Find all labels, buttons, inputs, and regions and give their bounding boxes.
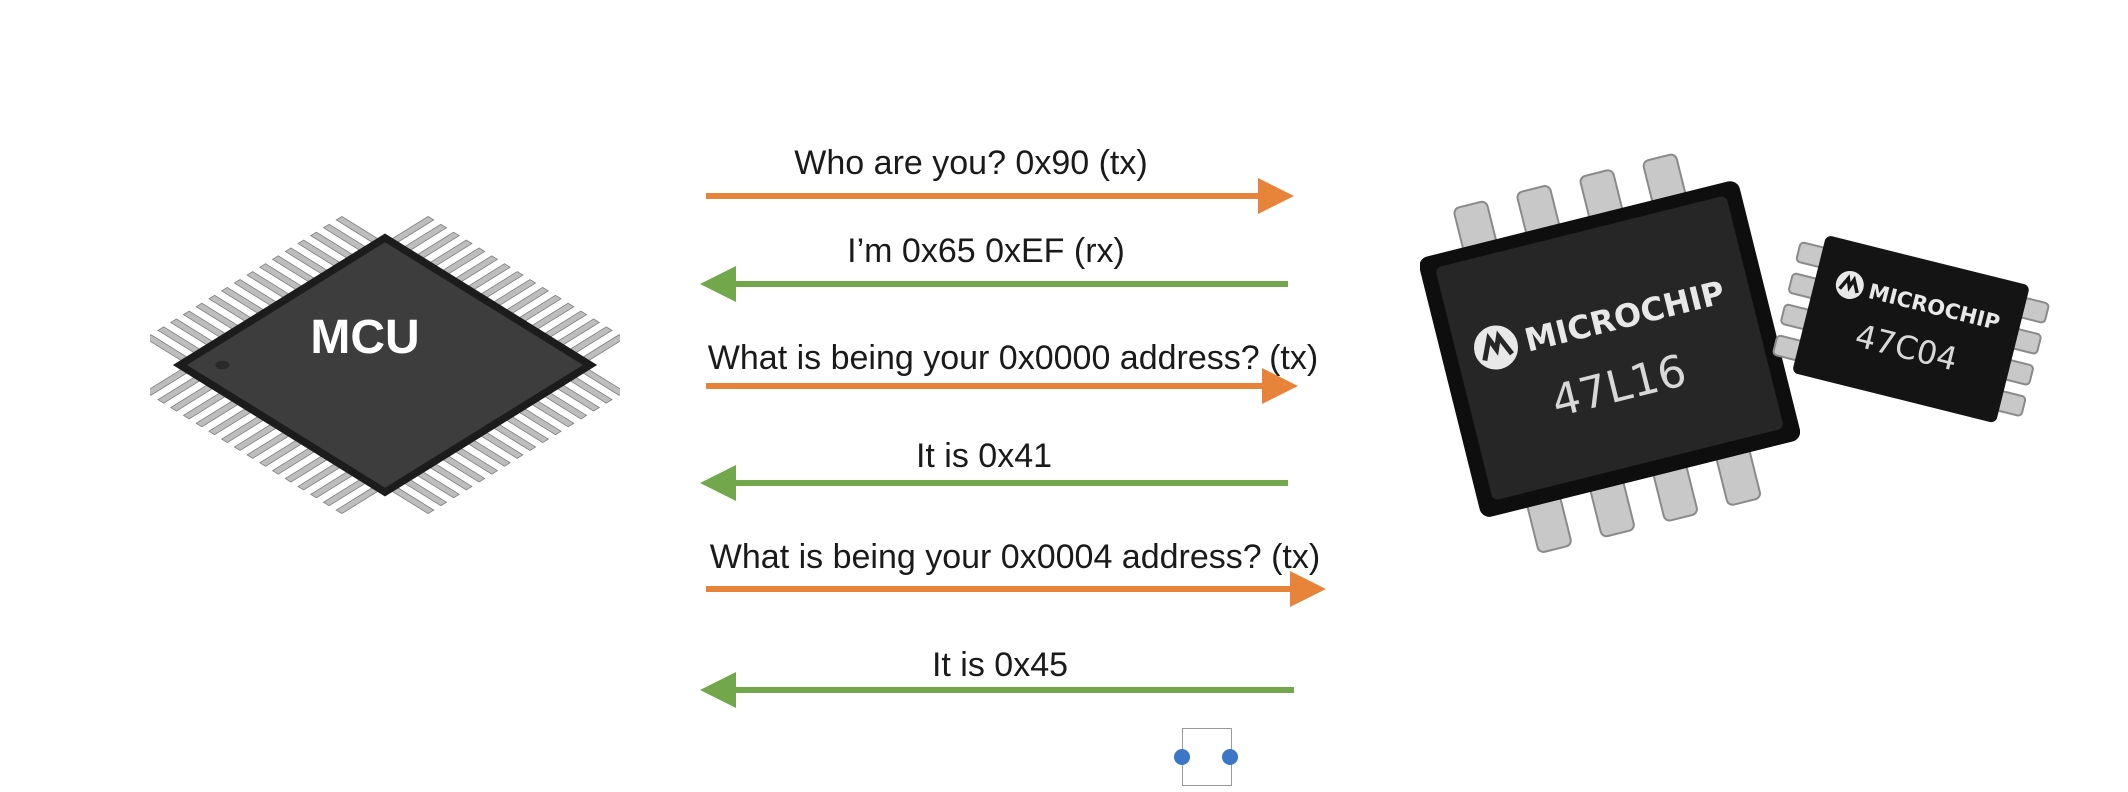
microchip-logo-small-icon: [1835, 271, 1864, 300]
mcu-label: MCU: [310, 311, 419, 364]
resize-handle-right[interactable]: [1222, 749, 1238, 765]
message-label-6: It is 0x45: [931, 646, 1069, 684]
resize-handle-left[interactable]: [1174, 749, 1190, 765]
mcu-chip-image: MCU: [150, 215, 620, 515]
eeprom-47c04-image: MICROCHIP 47C04: [1772, 236, 2050, 423]
message-label-5: What is being your 0x0004 address? (tx): [709, 538, 1321, 576]
eeprom-47l16-image: MICROCHIP 47L16: [1420, 153, 1800, 553]
message-label-4: It is 0x41: [915, 437, 1053, 475]
message-label-2: I’m 0x65 0xEF (rx): [847, 232, 1125, 270]
microchip-logo-icon: [1474, 325, 1519, 370]
message-label-1: Who are you? 0x90 (tx): [794, 144, 1148, 182]
message-label-3: What is being your 0x0000 address? (tx): [707, 339, 1319, 377]
